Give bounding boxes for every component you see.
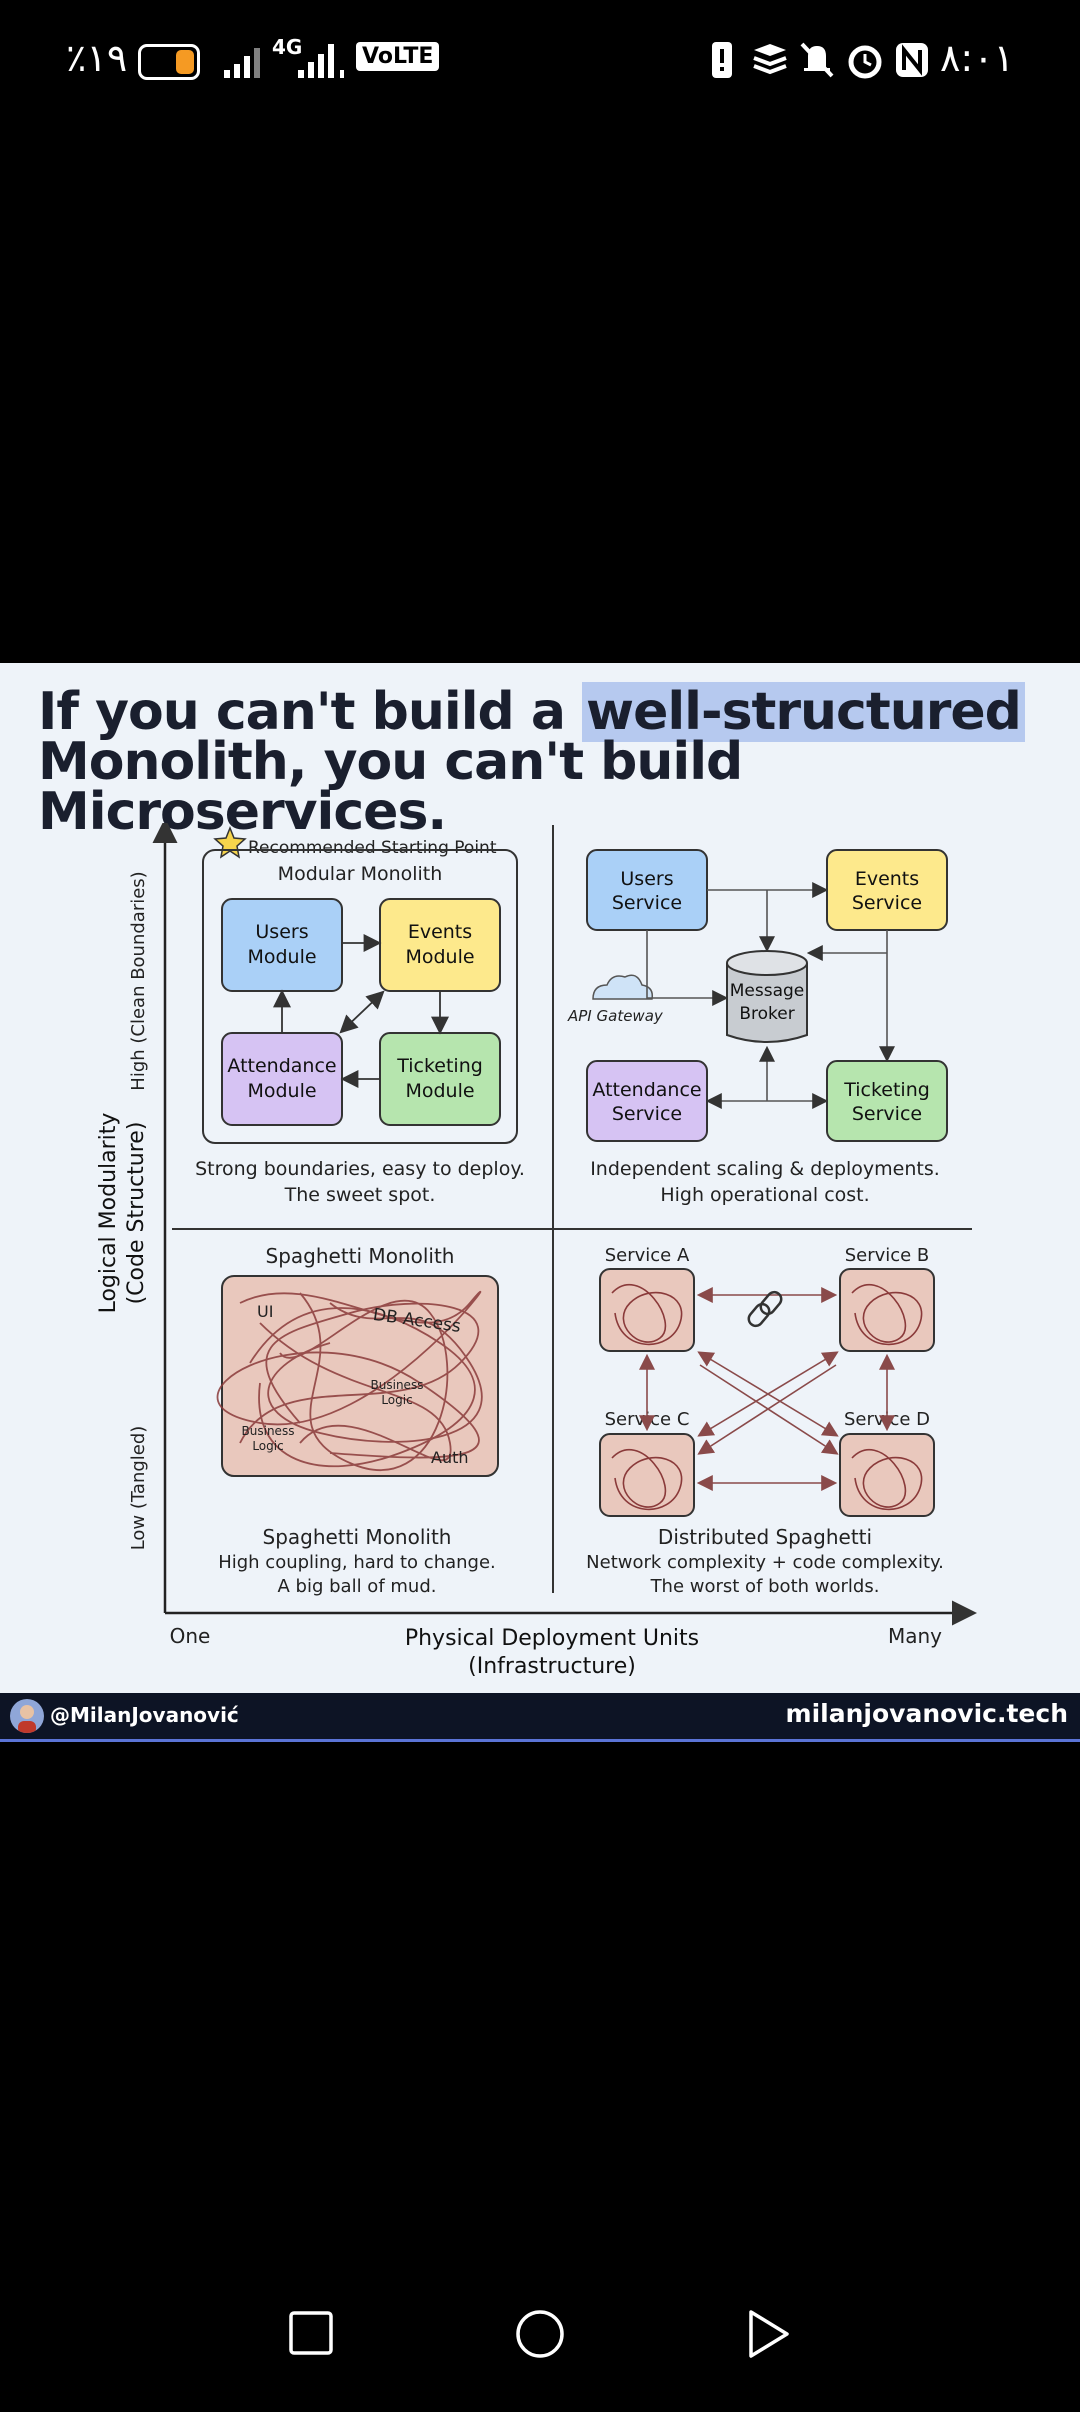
y-axis-high: High (Clean Boundaries) (128, 871, 149, 1090)
signal-strength-icon-2 (298, 44, 344, 78)
headline-highlight: well-structured (582, 682, 1025, 742)
message-broker-cylinder (726, 950, 808, 1043)
nfc-icon (896, 43, 928, 77)
headline-post: Monolith, you can't build Microservices. (38, 732, 743, 842)
x-axis-title-line2: (Infrastructure) (468, 1654, 636, 1679)
recents-button[interactable] (288, 2310, 334, 2356)
ticketing-service-box (826, 1060, 948, 1142)
bottom-right-caption: Network complexity + code complexity.The… (586, 1552, 944, 1597)
service-coupling-arrows (639, 1287, 895, 1491)
back-button[interactable] (746, 2308, 792, 2360)
service-a-label: Service A (605, 1245, 690, 1266)
y-axis-title: Logical Modularity(Code Structure) (96, 1113, 149, 1314)
bell-muted-icon (800, 42, 834, 78)
spaghetti-monolith-box (221, 1275, 499, 1477)
battery-icon (138, 44, 200, 80)
ui-label: UI (257, 1302, 273, 1321)
ticketing-module-box (379, 1032, 501, 1126)
home-button[interactable] (514, 2308, 566, 2360)
volte-badge: VoLTE (356, 42, 440, 71)
star-icon (213, 825, 247, 859)
x-axis-title: Physical Deployment Units (Infrastructure… (405, 1626, 699, 1679)
network-type: 4G (272, 35, 303, 59)
status-bar: ٪۱۹ 4G VoLTE ۸:۰۱ (0, 0, 1080, 120)
modular-monolith-frame (202, 849, 518, 1144)
spaghetti-tangle (216, 1290, 483, 1471)
events-service-box (826, 849, 948, 931)
x-axis-max: Many (888, 1624, 942, 1648)
top-left-caption: Strong boundaries, easy to deploy.The sw… (195, 1158, 525, 1206)
post-footer: @MilanJovanović milanjovanovic.tech (0, 1693, 1080, 1742)
battery-percent: ٪۱۹ (66, 36, 128, 80)
attendance-module-box (221, 1032, 343, 1126)
service-d-box (839, 1433, 935, 1517)
cloud-icon (592, 974, 654, 1000)
post-image: If you can't build a well-structured Mon… (0, 663, 1080, 1693)
service-b-label: Service B (845, 1245, 930, 1266)
author-handle: @MilanJovanović (50, 1703, 239, 1727)
avatar (10, 1699, 44, 1733)
headline-pre: If you can't build a (38, 682, 583, 742)
navigation-bar (0, 2280, 1080, 2412)
y-axis-title-line2: (Code Structure) (124, 1122, 149, 1305)
top-right-caption: Independent scaling & deployments.High o… (590, 1158, 940, 1206)
architecture-quadrant-diagram: Logical Modularity(Code Structure) High … (96, 823, 977, 1679)
y-axis-title-line1: Logical Modularity (96, 1113, 121, 1314)
bottom-left-caption-title: Spaghetti Monolith (263, 1525, 452, 1549)
recommended-label: Recommended Starting Point (248, 838, 497, 858)
spaghetti-monolith-title: Spaghetti Monolith (266, 1244, 455, 1268)
clock: ۸:۰۱ (940, 36, 1015, 80)
modular-monolith-title: Modular Monolith (278, 863, 443, 885)
events-module-box (379, 898, 501, 992)
alarm-icon (848, 45, 882, 79)
service-a-box (599, 1268, 695, 1352)
service-b-box (839, 1268, 935, 1352)
auth-label: Auth (431, 1448, 469, 1467)
signal-strength-icon (224, 48, 260, 78)
author-site: milanjovanovic.tech (785, 1699, 1068, 1728)
stack-icon (753, 44, 787, 75)
x-axis-title-line1: Physical Deployment Units (405, 1626, 699, 1651)
headline: If you can't build a well-structured Mon… (38, 682, 1048, 838)
x-axis-min: One (170, 1624, 211, 1648)
users-service-box (586, 849, 708, 931)
api-gateway-label: API Gateway (567, 1007, 664, 1025)
y-axis-low: Low (Tangled) (128, 1426, 149, 1551)
attendance-service-box (586, 1060, 708, 1142)
alert-icon (712, 42, 732, 78)
users-module-box (221, 898, 343, 992)
service-c-box (599, 1433, 695, 1517)
bottom-left-caption: High coupling, hard to change.A big ball… (218, 1552, 496, 1597)
chain-link-icon (747, 1290, 783, 1328)
bottom-right-caption-title: Distributed Spaghetti (658, 1525, 872, 1549)
